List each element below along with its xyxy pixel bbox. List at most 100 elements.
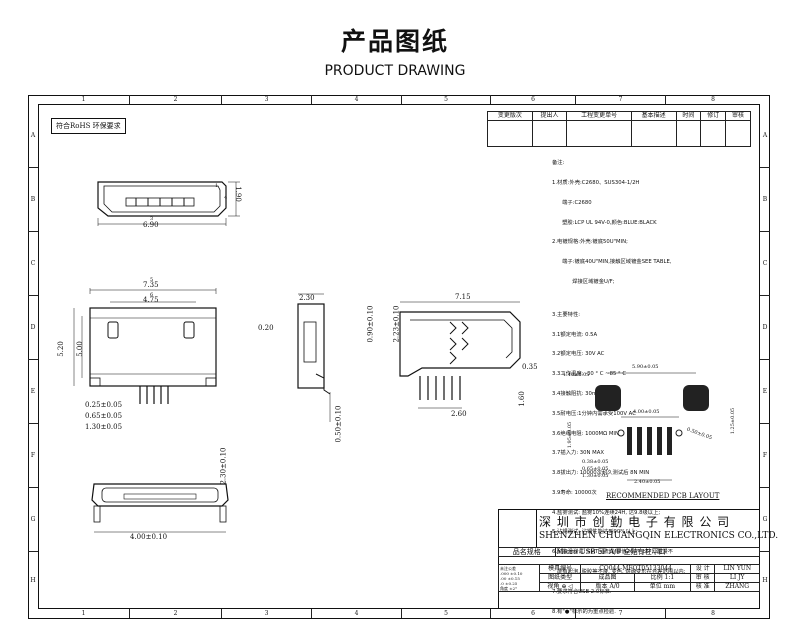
version-cell: 版本 A/0 <box>580 582 635 592</box>
dim-height-520: 5.20 <box>56 341 65 357</box>
pcb-dim-130: 1.30±0.05 <box>582 473 609 479</box>
dim-pin-130: 1.30±0.05 <box>85 423 123 431</box>
note-line: 3.3工作温度: -30 ° C ~85 ° C <box>552 371 627 378</box>
drawing-frame-inner <box>38 104 760 609</box>
dim-width-715: 7.15 <box>455 293 471 301</box>
mold-label: 模具编号 <box>538 564 582 574</box>
title-detail-table: 未注公差 .000 ±0.10 .00 ±0.15 .0 ±0.25 角度 ±2… <box>498 564 760 592</box>
rev-header-version: 变更版次 <box>487 111 533 121</box>
approve-value: ZHANG <box>714 582 760 592</box>
dim-width-260: 2.60 <box>451 410 467 418</box>
revision-table: 变更版次 提出人 工程变更单号 基本描述 时间 修订 审核 <box>487 111 751 147</box>
company-name-en: SHENZHEN CHUANGQIN ELECTRONICS CO.,LTD. <box>539 531 779 541</box>
pcb-dim-240: 2.40±0.05 <box>634 479 661 485</box>
ruler-col-2: 2 <box>130 95 222 104</box>
title-block <box>498 509 760 609</box>
dim-height-190: 1.90 <box>233 186 242 202</box>
ruler-col-6: 6 <box>491 609 576 618</box>
balloon-1: 1 <box>215 183 219 189</box>
ruler-col-7: 7 <box>576 609 666 618</box>
pcb-dim-065: 0.65±0.05 <box>582 466 609 472</box>
note-line: 3.6绝缘电阻: 1000MΩ MIN <box>552 430 619 437</box>
side-view-drawing <box>297 293 331 422</box>
note-line: 4.盐雾测试: 盐雾10%连续24H, 达9.8级以上; <box>552 509 661 516</box>
title-info-table: 品名规格 Micro USB 5P A/F 全贴有柱平口 <box>498 547 761 557</box>
ruler-top: 1 2 3 4 5 6 7 8 <box>38 95 769 104</box>
tolerance-row: 角度 ±2° <box>500 585 518 591</box>
bottom-view-drawing <box>91 483 229 533</box>
ruler-col-8: 8 <box>711 96 715 103</box>
note-line: 3.8拔出力: 10000次耐久测试后 8N MIN <box>552 470 650 477</box>
review-label: 审 核 <box>689 573 716 583</box>
dim-pin-065: 0.65±0.05 <box>85 412 123 420</box>
product-label: 品名规格 <box>498 547 556 557</box>
dim-height-230-bottom: 2.30±0.10 <box>219 447 228 485</box>
dim-width-230: 2.30 <box>299 294 315 302</box>
note-line: 8.有"●"标示的为重点检验. <box>552 608 616 615</box>
pcb-dim-140: 1.40±0.05 <box>563 372 590 378</box>
note-line: 3.5耐电压:1分钟内需承受100V AC <box>552 410 636 417</box>
ruler-row-f: F <box>28 424 38 488</box>
ruler-right: A B C D E F G H <box>760 104 770 618</box>
scale-value: 1:1 <box>664 574 675 581</box>
version-value: A/0 <box>609 583 620 590</box>
dim-height-090: 0.90±0.10 <box>366 305 375 343</box>
pcb-dim-125: 1.25±0.05 <box>730 407 737 435</box>
ruler-row-e: E <box>760 360 770 424</box>
tolerance-label: 未注公差 <box>500 565 516 571</box>
ruler-row-d: D <box>28 296 38 360</box>
rev-header-review: 审核 <box>725 111 751 121</box>
ruler-row-c: C <box>760 232 770 296</box>
ruler-col-4: 4 <box>312 95 402 104</box>
rev-header-time: 时间 <box>675 111 702 121</box>
ruler-row-d: D <box>760 296 770 360</box>
dim-width-035: 0.35 <box>522 363 538 371</box>
unit-cell: 单位 mm <box>633 582 691 592</box>
ruler-col-4: 4 <box>312 609 402 618</box>
note-line: 3.7插入力: 30N MAX <box>552 450 604 457</box>
dim-pin-025: 0.25±0.05 <box>85 401 123 409</box>
note-line: 1.材质:外壳:C2680、SUS304-1/2H <box>552 179 640 186</box>
note-line: 备注: <box>552 160 565 167</box>
tolerance-row: .00 ±0.15 <box>500 575 520 581</box>
dim-width-735: 7.35 <box>143 281 159 289</box>
ruler-row-h: H <box>30 577 36 584</box>
balloon-3: 3 <box>150 216 154 222</box>
view-label: 视角 <box>547 583 560 590</box>
pcb-pad <box>683 385 709 411</box>
ruler-row-a: A <box>760 104 770 168</box>
rev-header-proposer: 提出人 <box>531 111 568 121</box>
dim-height-500: 5.00 <box>75 341 84 357</box>
note-line: 2.电镀规格:外壳:镀底50U"MIN; <box>552 239 628 246</box>
pcb-pad <box>657 427 662 455</box>
front-view-drawing <box>97 181 240 226</box>
tolerance-row: .000 ±0.10 <box>500 570 523 576</box>
mold-value: CQ044-MFQT05133044 <box>580 564 691 574</box>
pcb-dim-400: 4.00±0.05 <box>633 409 660 415</box>
ruler-row-g: G <box>760 488 770 552</box>
unit-label: 单位 <box>649 583 662 590</box>
note-line: 端子:C2680 <box>552 199 592 206</box>
design-label: 设 计 <box>689 564 716 574</box>
note-line: 塑胶:LCP UL 94V-0,颜色:BLUE:BLACK <box>552 219 657 226</box>
dim-height-160: 1.60 <box>517 391 526 407</box>
design-value: LIN YUN <box>714 564 760 574</box>
pcb-dim-195: 1.95±0.05 <box>567 421 574 449</box>
ruler-row-c: C <box>28 232 38 296</box>
balloon-4: 4 <box>224 195 228 201</box>
top-view-drawing <box>73 288 217 404</box>
page-title-en: PRODUCT DRAWING <box>324 63 466 79</box>
pcb-pad <box>627 427 632 455</box>
pcb-dim-590: 5.90±0.05 <box>632 364 659 370</box>
pcb-pad <box>595 385 621 411</box>
ruler-row-e: E <box>28 360 38 424</box>
product-value: Micro USB 5P A/F 全贴有柱平口 <box>554 547 761 557</box>
review-value: LI JY <box>714 573 760 583</box>
dim-width-400: 4.00±0.10 <box>130 533 168 541</box>
note-line: 5.沾锡测试: 沾锡性能达到90%以上; <box>552 529 638 536</box>
type-label: 图纸类型 <box>538 573 582 583</box>
ruler-row-f: F <box>760 424 770 488</box>
section-view-drawing <box>399 301 521 409</box>
ruler-col-1: 1 <box>38 609 130 618</box>
note-line: 7.要求符合USB 2.0标准. <box>552 588 612 595</box>
